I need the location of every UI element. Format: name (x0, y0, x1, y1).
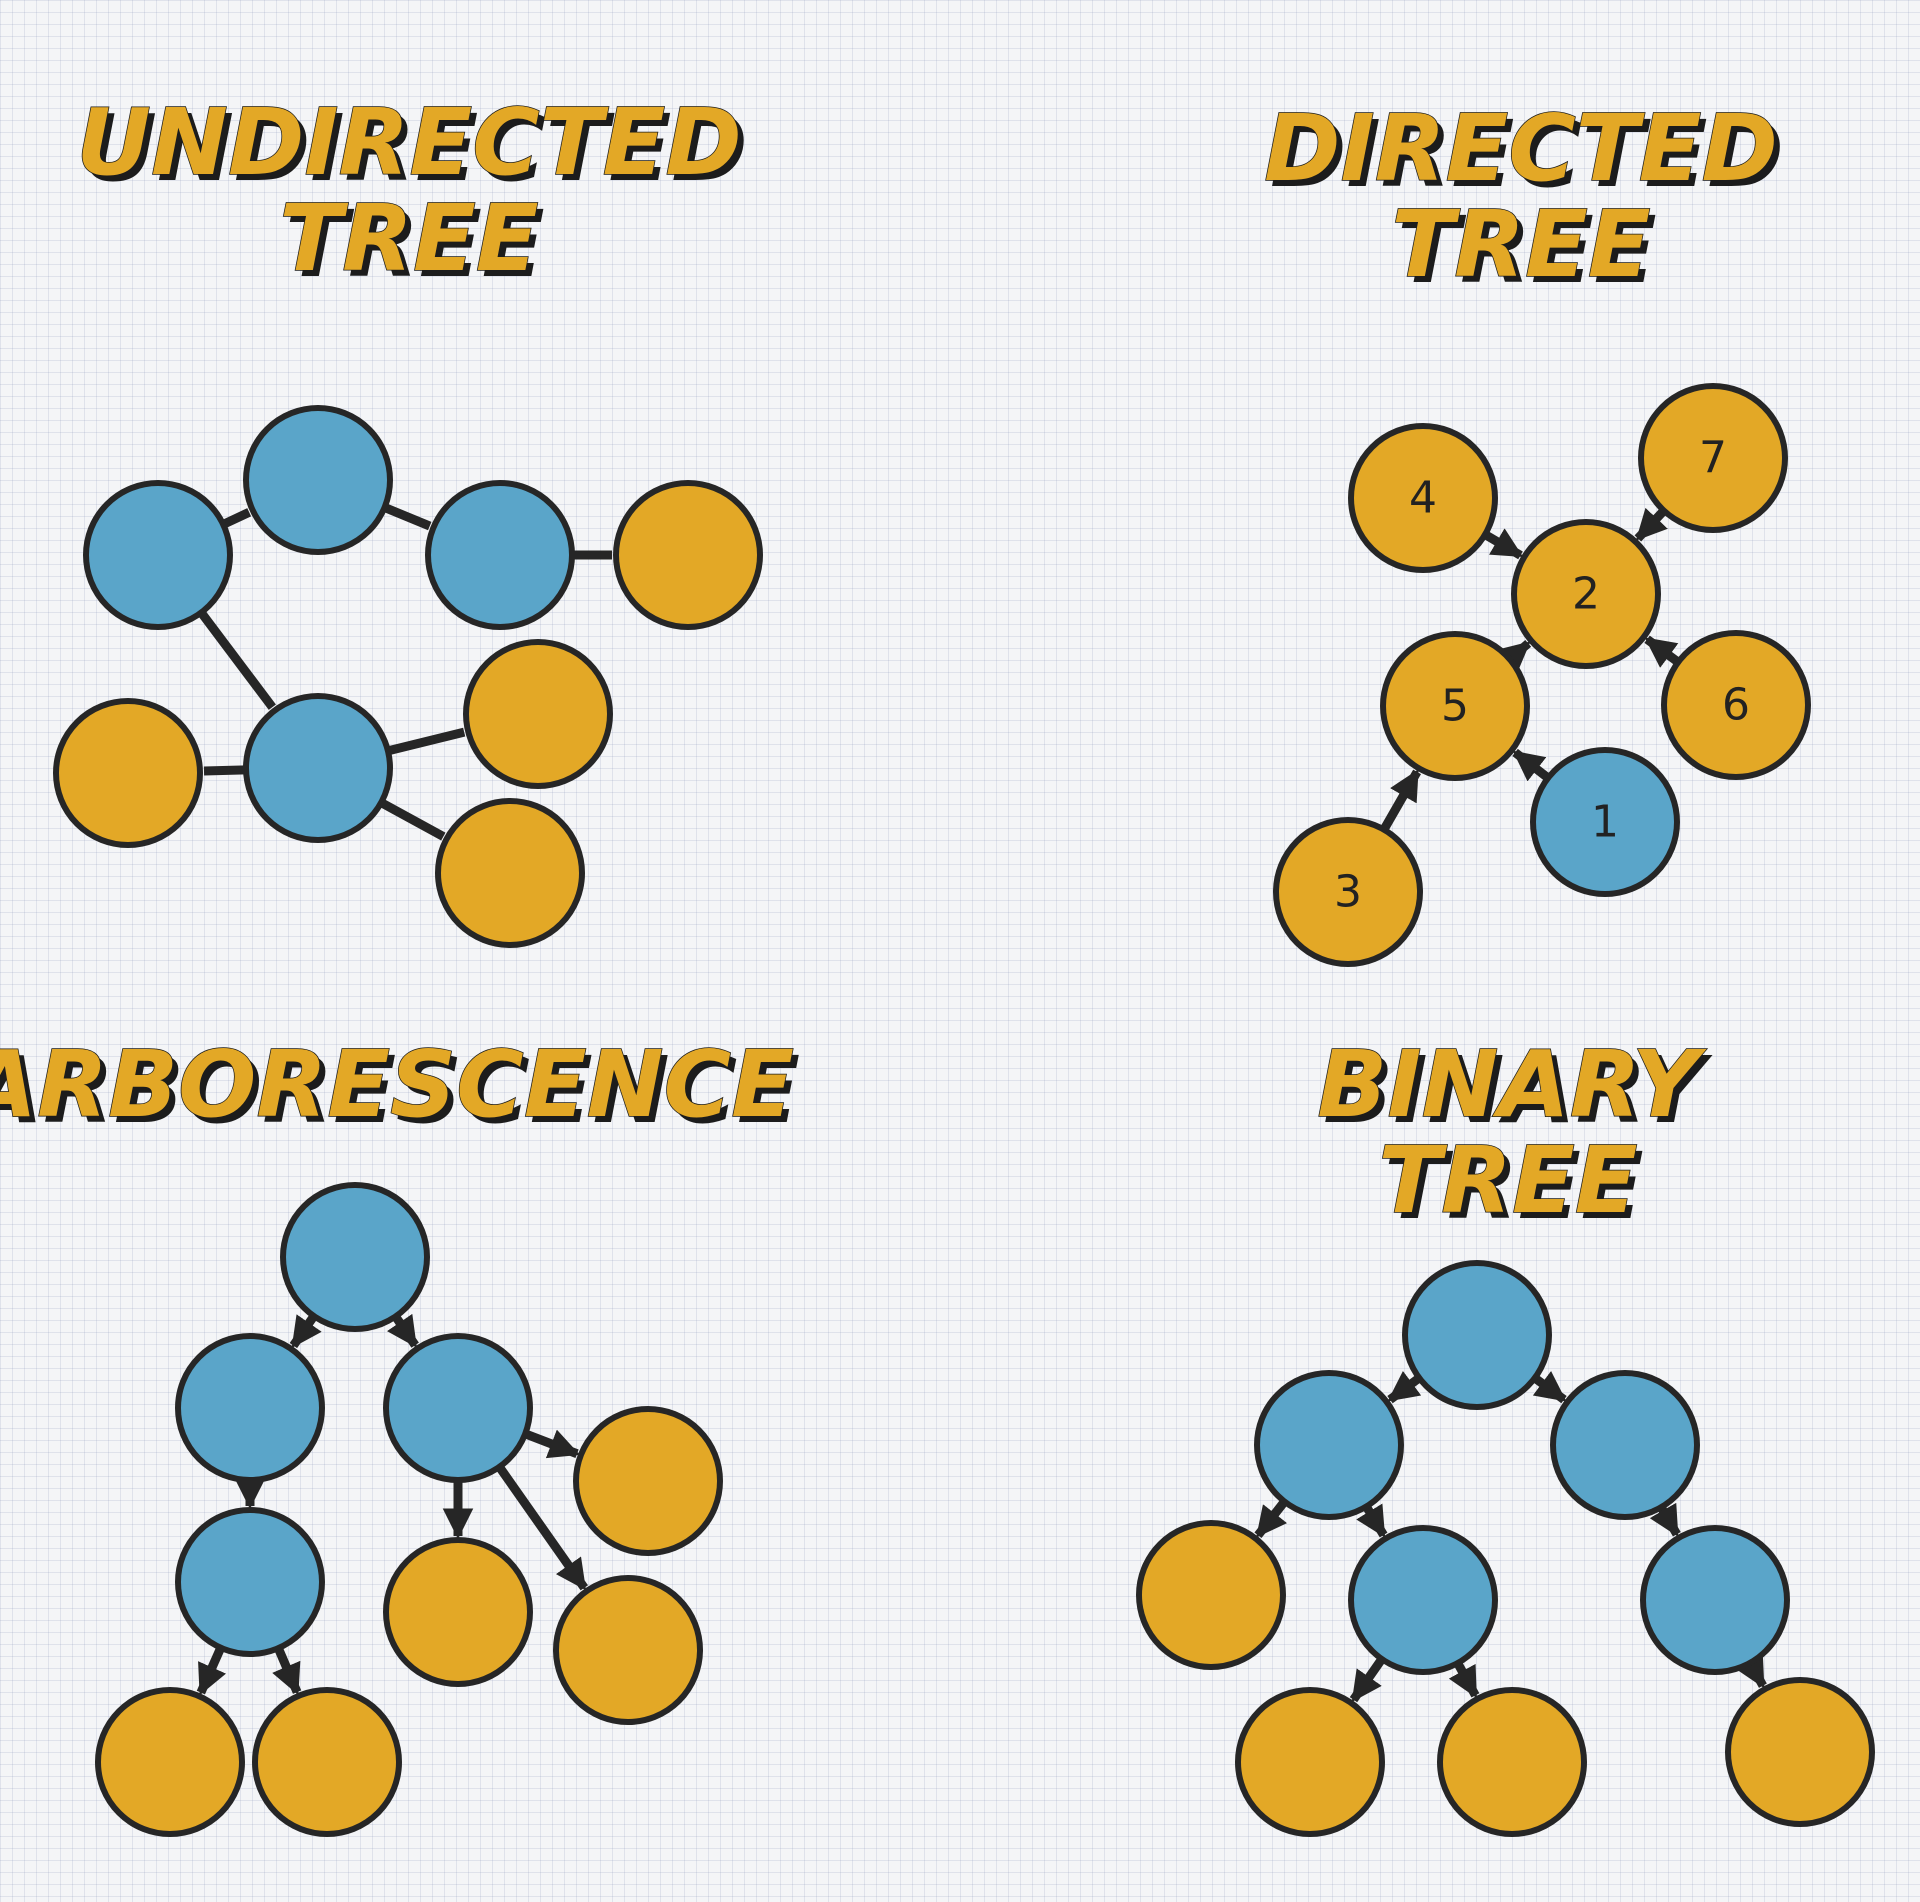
title-shadow-line-1: BINARY (1323, 1037, 1713, 1144)
node-orange-g (463, 639, 613, 789)
arrow-n1-n5 (1512, 748, 1551, 782)
title-shadow-line-2: TREE (285, 191, 544, 298)
arrow-n4-n2 (1482, 528, 1524, 560)
node-orange-LL (1136, 1520, 1286, 1670)
node-label-5: 5 (1441, 681, 1469, 732)
title-shadow-line-1: ARBORESCENCE (0, 1037, 800, 1144)
node-orange-LRL (1235, 1687, 1385, 1837)
node-orange-h (435, 798, 585, 948)
arrow-r-l1 (289, 1313, 322, 1349)
edge-e-g (386, 727, 466, 756)
title-line-2: TREE (279, 185, 538, 292)
node-orange-o2 (383, 1537, 533, 1687)
node-label-6: 6 (1722, 680, 1750, 731)
arrow-LR-LRL (1349, 1656, 1386, 1703)
title-line-1: ARBORESCENCE (0, 1031, 794, 1138)
node-label-1: 1 (1591, 797, 1619, 848)
node-orange-n5 (1380, 631, 1530, 781)
arrow-root-R (1532, 1370, 1567, 1404)
node-blue-RR (1640, 1525, 1790, 1675)
node-orange-f (53, 698, 203, 848)
node-label-4: 4 (1409, 473, 1437, 524)
nodes (53, 405, 763, 948)
arrow-r1-o1 (523, 1429, 580, 1459)
binary-tree-graph (1136, 1260, 1875, 1837)
node-blue-r (280, 1182, 430, 1332)
arborescence-graph (95, 1182, 723, 1837)
node-blue-n1 (1530, 747, 1680, 897)
arrow-n5-n2 (1497, 639, 1532, 673)
node-orange-LRR (1437, 1687, 1587, 1837)
title-line-1: UNDIRECTED (76, 89, 741, 196)
title-line-2: TREE (1378, 1127, 1637, 1234)
node-label-3: 3 (1334, 867, 1362, 918)
title-shadow-line-1: DIRECTED (1270, 101, 1784, 208)
node-orange-o4 (95, 1687, 245, 1837)
arrow-r1-o3 (495, 1464, 588, 1591)
edge-a-e (197, 609, 276, 710)
arrow-L-LL (1254, 1498, 1289, 1539)
node-orange-n7 (1638, 383, 1788, 533)
node-orange-o3 (553, 1575, 703, 1725)
arrow-L-LR (1356, 1503, 1388, 1538)
edge-b-c (382, 503, 432, 531)
node-blue-r1 (383, 1333, 533, 1483)
node-orange-RRR (1725, 1677, 1875, 1827)
title-shadow-line-2: TREE (1384, 1133, 1643, 1240)
arrow-l2-o5 (272, 1646, 302, 1695)
edge-e-f (203, 765, 247, 776)
node-blue-L (1254, 1370, 1404, 1520)
arrow-LR-LRR (1448, 1660, 1480, 1699)
node-blue-l2 (175, 1507, 325, 1657)
arrow-root-L (1387, 1370, 1422, 1404)
node-blue-l1 (175, 1333, 325, 1483)
nodes: 4 7 2 5 6 1 3 (1273, 383, 1811, 967)
arrow-n7-n2 (1634, 507, 1668, 542)
edges (1380, 507, 1681, 832)
title-directed-tree: DIRECTED DIRECTED TREE TREE (1263, 94, 1784, 304)
node-orange-n4 (1348, 423, 1498, 573)
node-orange-o1 (573, 1406, 723, 1556)
node-orange-n6 (1661, 630, 1811, 780)
directed-tree-graph: 4 7 2 5 6 1 3 (1273, 383, 1811, 967)
arrow-n3-n5 (1380, 769, 1422, 832)
node-orange-n2 (1511, 519, 1661, 669)
node-orange-d (613, 480, 763, 630)
edges (1254, 1370, 1767, 1703)
arrow-n6-n2 (1644, 635, 1681, 668)
node-orange-n3 (1273, 817, 1423, 967)
title-arborescence: ARBORESCENCE ARBORESCENCE (0, 1030, 800, 1144)
title-binary-tree: BINARY BINARY TREE TREE (1316, 1030, 1713, 1240)
title-line-1: DIRECTED (1264, 95, 1778, 202)
title-line-2: TREE (1391, 191, 1650, 298)
title-shadow-line-1: UNDIRECTED (82, 95, 747, 202)
arrow-RR-RRR (1736, 1654, 1767, 1689)
node-orange-o5 (252, 1687, 402, 1837)
node-blue-a (83, 480, 233, 630)
nodes (95, 1182, 723, 1837)
node-blue-b (243, 405, 393, 555)
edge-a-b (221, 508, 252, 529)
node-label-7: 7 (1699, 433, 1727, 484)
edges (197, 503, 612, 841)
edges (196, 1313, 588, 1696)
node-blue-R (1550, 1370, 1700, 1520)
node-label-2: 2 (1572, 569, 1600, 620)
title-line-1: BINARY (1317, 1031, 1707, 1138)
nodes (1136, 1260, 1875, 1837)
node-blue-c (425, 480, 575, 630)
title-shadow-line-2: TREE (1397, 197, 1656, 304)
node-blue-LR (1348, 1525, 1498, 1675)
edge-e-h (379, 798, 446, 841)
node-blue-root (1402, 1260, 1552, 1410)
title-undirected-tree: UNDIRECTED UNDIRECTED TREE TREE (76, 88, 748, 298)
arrow-r-r1 (387, 1313, 419, 1348)
arrow-R-RR (1649, 1502, 1681, 1537)
arrow-l2-o4 (196, 1645, 227, 1696)
node-blue-e (243, 693, 393, 843)
undirected-tree-graph (53, 405, 763, 948)
